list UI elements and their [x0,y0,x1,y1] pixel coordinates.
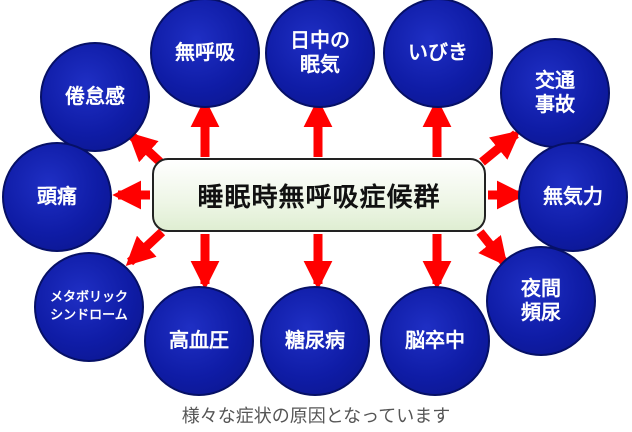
arrow-to-metabolic-syndrome [125,228,166,266]
node-lethargy: 無気力 [518,142,628,252]
node-label: 日中の 眠気 [290,28,350,76]
node-label: 倦怠感 [65,84,125,109]
node-traffic-accident: 交通 事故 [500,38,610,148]
node-label: メタボリック シンドローム [49,290,128,323]
node-headache: 頭痛 [2,142,112,252]
node-snoring: いびき [383,0,493,108]
node-hypertension: 高血圧 [144,286,254,396]
node-apnea: 無呼吸 [150,0,260,108]
center-label: 睡眠時無呼吸症候群 [197,182,441,213]
arrow-to-nocturia [476,229,508,267]
node-label: いびき [408,40,468,65]
node-label: 脳卒中 [405,328,465,353]
node-label: 交通 事故 [535,68,575,116]
node-diabetes: 糖尿病 [260,286,370,396]
arrow-to-fatigue [127,132,164,166]
node-nocturia: 夜間 頻尿 [486,246,596,356]
node-label: 頭痛 [37,184,77,209]
node-label: 無気力 [543,184,603,209]
node-label: 糖尿病 [285,328,345,353]
diagram-caption: 様々な症状の原因となっています [181,406,451,427]
node-metabolic-syndrome: メタボリック シンドローム [34,252,144,362]
node-label: 無呼吸 [175,40,235,65]
node-label: 高血圧 [169,328,229,353]
node-fatigue: 倦怠感 [40,42,150,152]
arrow-to-traffic-accident [479,130,521,166]
node-stroke: 脳卒中 [380,286,490,396]
node-daytime-sleepiness: 日中の 眠気 [265,0,375,108]
center-condition-box: 睡眠時無呼吸症候群 [152,158,486,232]
node-label: 夜間 頻尿 [521,276,561,324]
